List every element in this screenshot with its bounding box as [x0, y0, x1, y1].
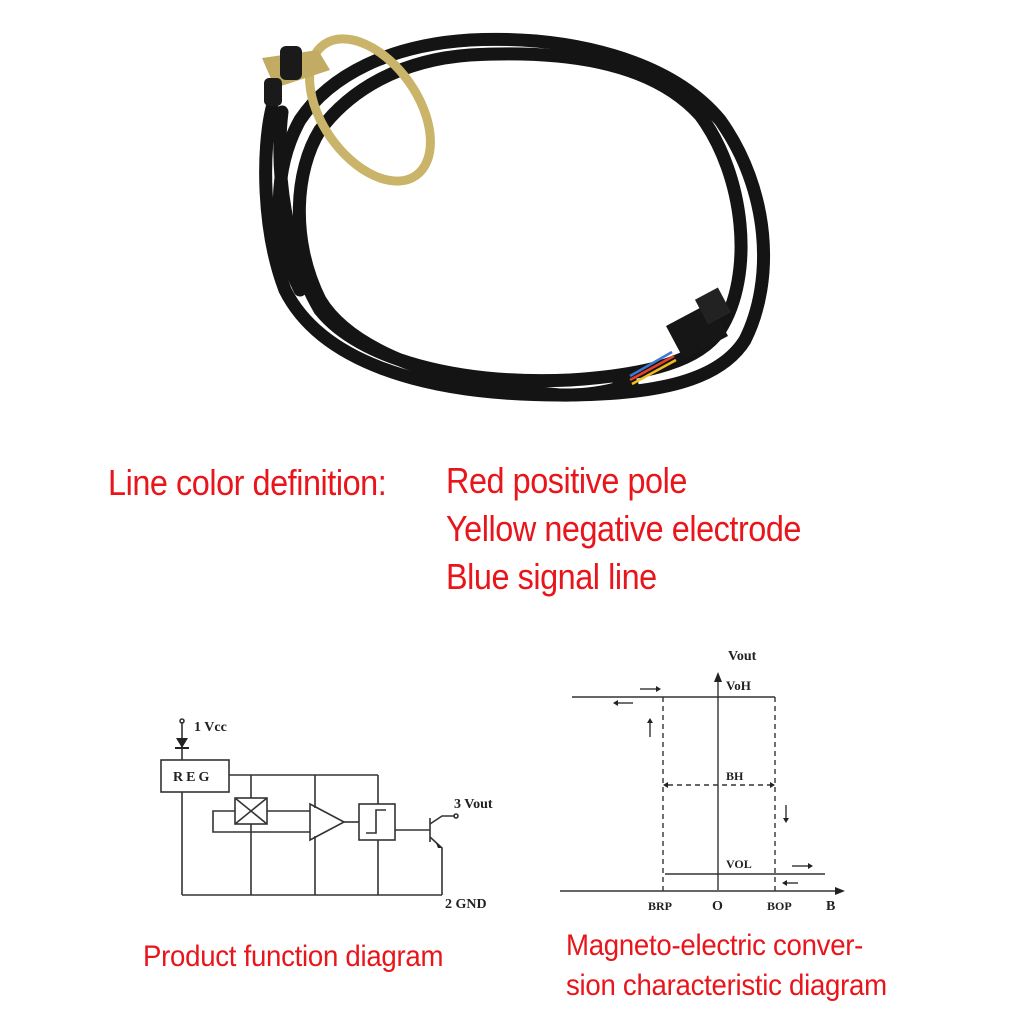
line-color-definition-label: Line color definition:	[108, 462, 387, 503]
vol-label: VOL	[726, 857, 752, 871]
bh-label: BH	[726, 769, 744, 783]
legend-item-red: Red positive pole	[446, 460, 687, 501]
bop-label: BOP	[767, 899, 792, 913]
function-diagram-caption: Product function diagram	[143, 940, 444, 973]
legend-item-blue: Blue signal line	[446, 556, 657, 597]
reg-label: REG	[173, 770, 212, 785]
legend-item-yellow: Yellow negative electrode	[446, 508, 802, 549]
connector-icon	[666, 287, 732, 360]
brp-label: BRP	[648, 899, 672, 913]
characteristic-diagram: Vout VoH BH VOL BRP O BOP B	[560, 649, 845, 914]
sensor-icon	[264, 46, 302, 106]
yellow-wire	[631, 358, 677, 386]
red-wire	[629, 354, 675, 382]
pin2-label: 2 GND	[445, 897, 487, 912]
pin3-label: 3 Vout	[454, 797, 493, 812]
characteristic-caption-line2: sion characteristic diagram	[566, 969, 887, 1002]
origin-label: O	[712, 899, 723, 914]
y-axis-label: Vout	[728, 649, 757, 664]
product-photo	[259, 32, 770, 402]
characteristic-caption-line1: Magneto-electric conver-	[566, 929, 864, 962]
product-function-diagram: 1 Vcc REG 3 Vout 2 GND	[160, 718, 493, 912]
x-axis-label: B	[826, 899, 835, 914]
blue-wire	[629, 350, 673, 378]
voh-label: VoH	[726, 678, 751, 693]
pin1-label: 1 Vcc	[194, 720, 227, 735]
